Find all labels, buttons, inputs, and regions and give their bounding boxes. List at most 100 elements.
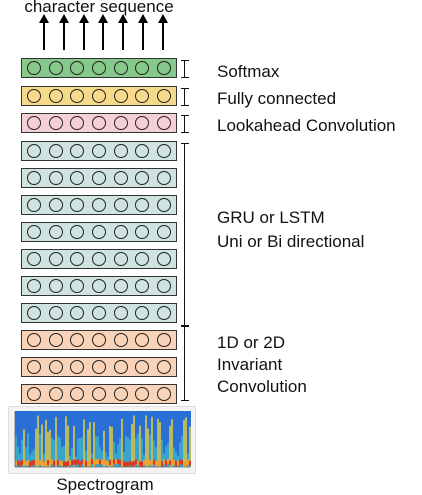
neuron [113, 360, 128, 374]
neuron [113, 252, 128, 266]
spectrogram-low-band [141, 461, 143, 467]
spectrogram-band [49, 429, 51, 467]
neuron [156, 279, 171, 293]
spectrogram-band [87, 429, 89, 467]
output-label: character sequence [24, 0, 174, 16]
spectrogram-band [173, 447, 175, 467]
spectrogram-low-band [87, 461, 89, 467]
neuron [113, 171, 128, 185]
spectrogram-low-band [41, 460, 43, 466]
convolution-layer [21, 330, 177, 350]
spectrogram-low-band [157, 460, 159, 466]
neuron [113, 61, 128, 75]
neuron [113, 306, 128, 320]
neuron [48, 61, 63, 75]
spectrogram-band [149, 434, 151, 467]
neuron [156, 61, 171, 75]
neuron [135, 279, 150, 293]
spectrogram-band [79, 437, 81, 467]
neuron [70, 306, 85, 320]
output-arrow [158, 14, 168, 50]
neuron [70, 387, 85, 401]
spectrogram-low-band [149, 459, 151, 465]
neuron [48, 89, 63, 103]
output-arrow [39, 14, 49, 50]
spectrogram-band [161, 439, 163, 467]
neuron [27, 61, 41, 75]
output-arrow [118, 14, 128, 50]
input-label: Spectrogram [56, 475, 154, 494]
neuron [70, 252, 85, 266]
neuron [113, 279, 128, 293]
spectrogram-band [31, 451, 33, 467]
spectrogram-low-band [53, 461, 55, 467]
spectrogram-band [37, 415, 39, 467]
spectrogram-low-band [137, 460, 139, 466]
spectrogram-low-band [99, 459, 101, 465]
spectrogram-band [147, 428, 149, 467]
neuron [91, 198, 106, 212]
spectrogram-band [55, 416, 57, 467]
fully-connected-label: Fully connected [217, 89, 337, 108]
spectrogram-low-band [107, 461, 109, 467]
neuron [70, 61, 85, 75]
neuron [156, 116, 171, 130]
spectrogram-low-band [131, 461, 133, 467]
neuron [91, 89, 106, 103]
neuron [91, 333, 106, 347]
spectrogram-low-band [97, 459, 99, 465]
spectrogram-low-band [163, 459, 165, 465]
neuron [27, 144, 41, 158]
neuron [70, 116, 85, 130]
spectrogram-low-band [127, 461, 129, 467]
recurrent-label-line2: Uni or Bi directional [217, 232, 365, 251]
spectrogram-low-band [55, 459, 57, 465]
spectrogram-low-band [19, 461, 21, 467]
spectrogram-low-band [147, 459, 149, 465]
spectrogram-low-band [29, 461, 31, 467]
spectrogram-band [85, 450, 87, 467]
neuron [91, 116, 106, 130]
neuron [70, 198, 85, 212]
spectrogram-band [125, 436, 127, 467]
spectrogram-band [159, 422, 161, 467]
neuron [48, 116, 63, 130]
neuron [91, 387, 106, 401]
neuron [27, 360, 41, 374]
neuron [135, 360, 150, 374]
spectrogram-low-band [179, 459, 181, 465]
spectrogram-low-band [71, 460, 73, 466]
spectrogram-low-band [45, 460, 47, 466]
neuron [91, 171, 106, 185]
spectrogram-low-band [75, 460, 77, 466]
spectrogram-band [23, 429, 25, 467]
spectrogram-band [47, 431, 49, 467]
spectrogram-low-band [113, 459, 115, 465]
neuron [135, 198, 150, 212]
spectrogram-band [151, 416, 153, 467]
spectrogram-low-band [67, 460, 69, 466]
spectrogram-band [83, 419, 85, 467]
neuron [27, 116, 41, 130]
spectrogram-low-band [181, 459, 183, 465]
spectrogram-band [181, 436, 183, 467]
neuron [70, 360, 85, 374]
spectrogram-low-band [83, 459, 85, 465]
spectrogram-band [81, 437, 83, 467]
spectrogram-band [127, 437, 129, 467]
neuron [135, 306, 150, 320]
neuron [135, 89, 150, 103]
spectrogram-low-band [35, 459, 37, 465]
spectrogram-low-band [151, 460, 153, 466]
convolution-label-line1: 1D or 2D [217, 333, 286, 352]
spectrogram-low-band [183, 461, 185, 467]
spectrogram-low-band [125, 461, 127, 467]
lookahead-label: Lookahead Convolution [217, 116, 396, 135]
spectrogram-band [77, 438, 79, 467]
neuron [156, 306, 171, 320]
neuron [135, 144, 150, 158]
spectrogram-low-band [31, 460, 33, 466]
spectrogram-band [141, 438, 143, 467]
neuron [27, 252, 41, 266]
neuron [135, 252, 150, 266]
